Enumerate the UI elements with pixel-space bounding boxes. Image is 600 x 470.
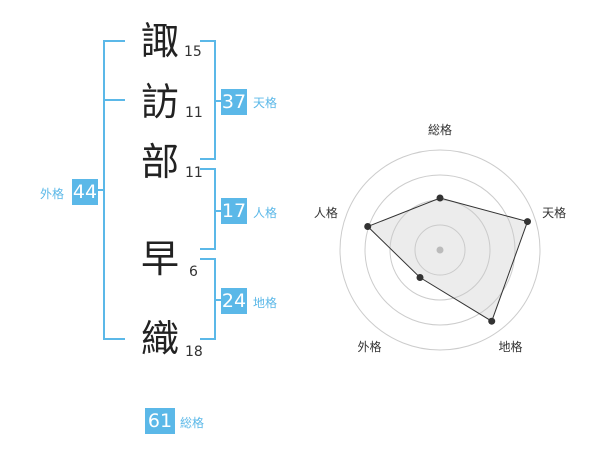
jinkaku-connector <box>214 210 221 212</box>
name-char-5: 織 <box>141 317 180 361</box>
soukaku-value: 61 <box>145 408 175 434</box>
radar-point-3 <box>488 317 496 325</box>
gaikaku-value: 44 <box>72 179 98 205</box>
stroke-count-4: 6 <box>189 264 198 280</box>
name-char-1: 諏 <box>141 19 180 63</box>
soukaku-label: 総格 <box>180 416 205 430</box>
radar-ring <box>339 149 541 351</box>
name-char-3: 部 <box>141 140 180 184</box>
stroke-count-3: 11 <box>185 165 203 181</box>
radar-axis-label-2: 天格 <box>542 205 566 220</box>
jinkaku-value: 17 <box>221 198 247 224</box>
gaikaku-label: 外格 <box>40 187 65 201</box>
jinkaku-label: 人格 <box>253 206 278 220</box>
chikaku-label: 地格 <box>253 296 278 310</box>
tenkaku-connector <box>214 100 221 102</box>
tenkaku-value: 37 <box>221 89 247 115</box>
radar-ring <box>414 224 466 276</box>
radar-area <box>366 197 529 322</box>
stroke-count-2: 11 <box>185 105 203 121</box>
stroke-count-5: 18 <box>185 344 203 360</box>
jinkaku-bracket <box>200 168 216 250</box>
name-char-2: 訪 <box>141 80 180 124</box>
radar-point-1 <box>436 194 444 202</box>
radar-axis-label-1: 総格 <box>428 122 452 137</box>
radar-point-2 <box>523 218 531 226</box>
tenkaku-label: 天格 <box>253 96 278 110</box>
gaikaku-connector <box>98 189 105 191</box>
radar-point-4 <box>416 274 424 282</box>
radar-axis-label-5: 人格 <box>314 205 338 220</box>
chikaku-connector <box>214 299 221 301</box>
radar-axis-label-4: 外格 <box>357 339 381 354</box>
radar-center-dot <box>436 246 444 254</box>
radar-ring <box>364 174 516 326</box>
radar-axis-label-3: 地格 <box>499 339 523 354</box>
gaikaku-bracket-mid <box>103 99 125 101</box>
name-char-4: 早 <box>141 237 180 281</box>
radar-point-5 <box>364 223 372 231</box>
stroke-count-1: 15 <box>184 44 202 60</box>
chikaku-value: 24 <box>221 288 247 314</box>
